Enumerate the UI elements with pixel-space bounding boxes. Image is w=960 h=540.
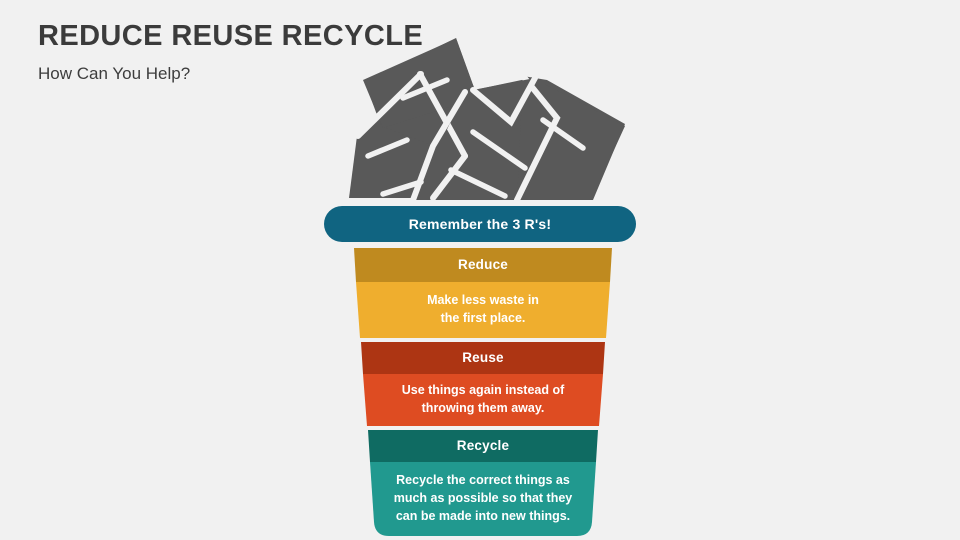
- funnel-header-pill[interactable]: Remember the 3 R's!: [324, 206, 636, 242]
- funnel-stage-reduce[interactable]: Reduce Make less waste in the first plac…: [318, 248, 648, 338]
- trash-papers-icon: [325, 28, 635, 214]
- stage-recycle-body: Recycle the correct things as much as po…: [393, 473, 573, 523]
- stage-reuse-content: Reuse Use things again instead of throwi…: [318, 342, 648, 426]
- stage-reuse-body: Use things again instead of throwing the…: [401, 383, 565, 415]
- stage-reduce-body: Make less waste in the first place.: [427, 293, 539, 325]
- stage-recycle-content: Recycle Recycle the correct things as mu…: [318, 430, 648, 536]
- stage-reuse-title: Reuse: [462, 350, 504, 365]
- stage-reduce-header-band: [354, 248, 612, 282]
- stage-recycle-body-band: [370, 462, 596, 536]
- funnel-stage-recycle[interactable]: Recycle Recycle the correct things as mu…: [318, 430, 648, 536]
- stage-reduce-body-band: [356, 282, 610, 338]
- stage-reuse-body-band: [363, 374, 603, 426]
- stage-reduce-title: Reduce: [458, 257, 508, 272]
- stage-recycle-header-band: [368, 430, 598, 462]
- funnel-header-label: Remember the 3 R's!: [408, 216, 552, 232]
- stage-recycle-title: Recycle: [456, 438, 510, 453]
- stage-reduce-shape: [318, 248, 648, 338]
- stage-reduce-content: Reduce Make less waste in the first plac…: [318, 248, 648, 338]
- funnel-stage-reuse[interactable]: Reuse Use things again instead of throwi…: [318, 342, 648, 426]
- page-title: REDUCE REUSE RECYCLE: [38, 20, 424, 52]
- page-subtitle: How Can You Help?: [38, 64, 191, 84]
- title-block: REDUCE REUSE RECYCLE How Can You Help?: [38, 20, 498, 85]
- funnel-diagram: Remember the 3 R's! Reduce Make less was…: [318, 206, 648, 536]
- stage-reuse-header-band: [361, 342, 605, 374]
- stage-reuse-shape: [318, 342, 648, 426]
- stage-recycle-shape: [318, 430, 648, 536]
